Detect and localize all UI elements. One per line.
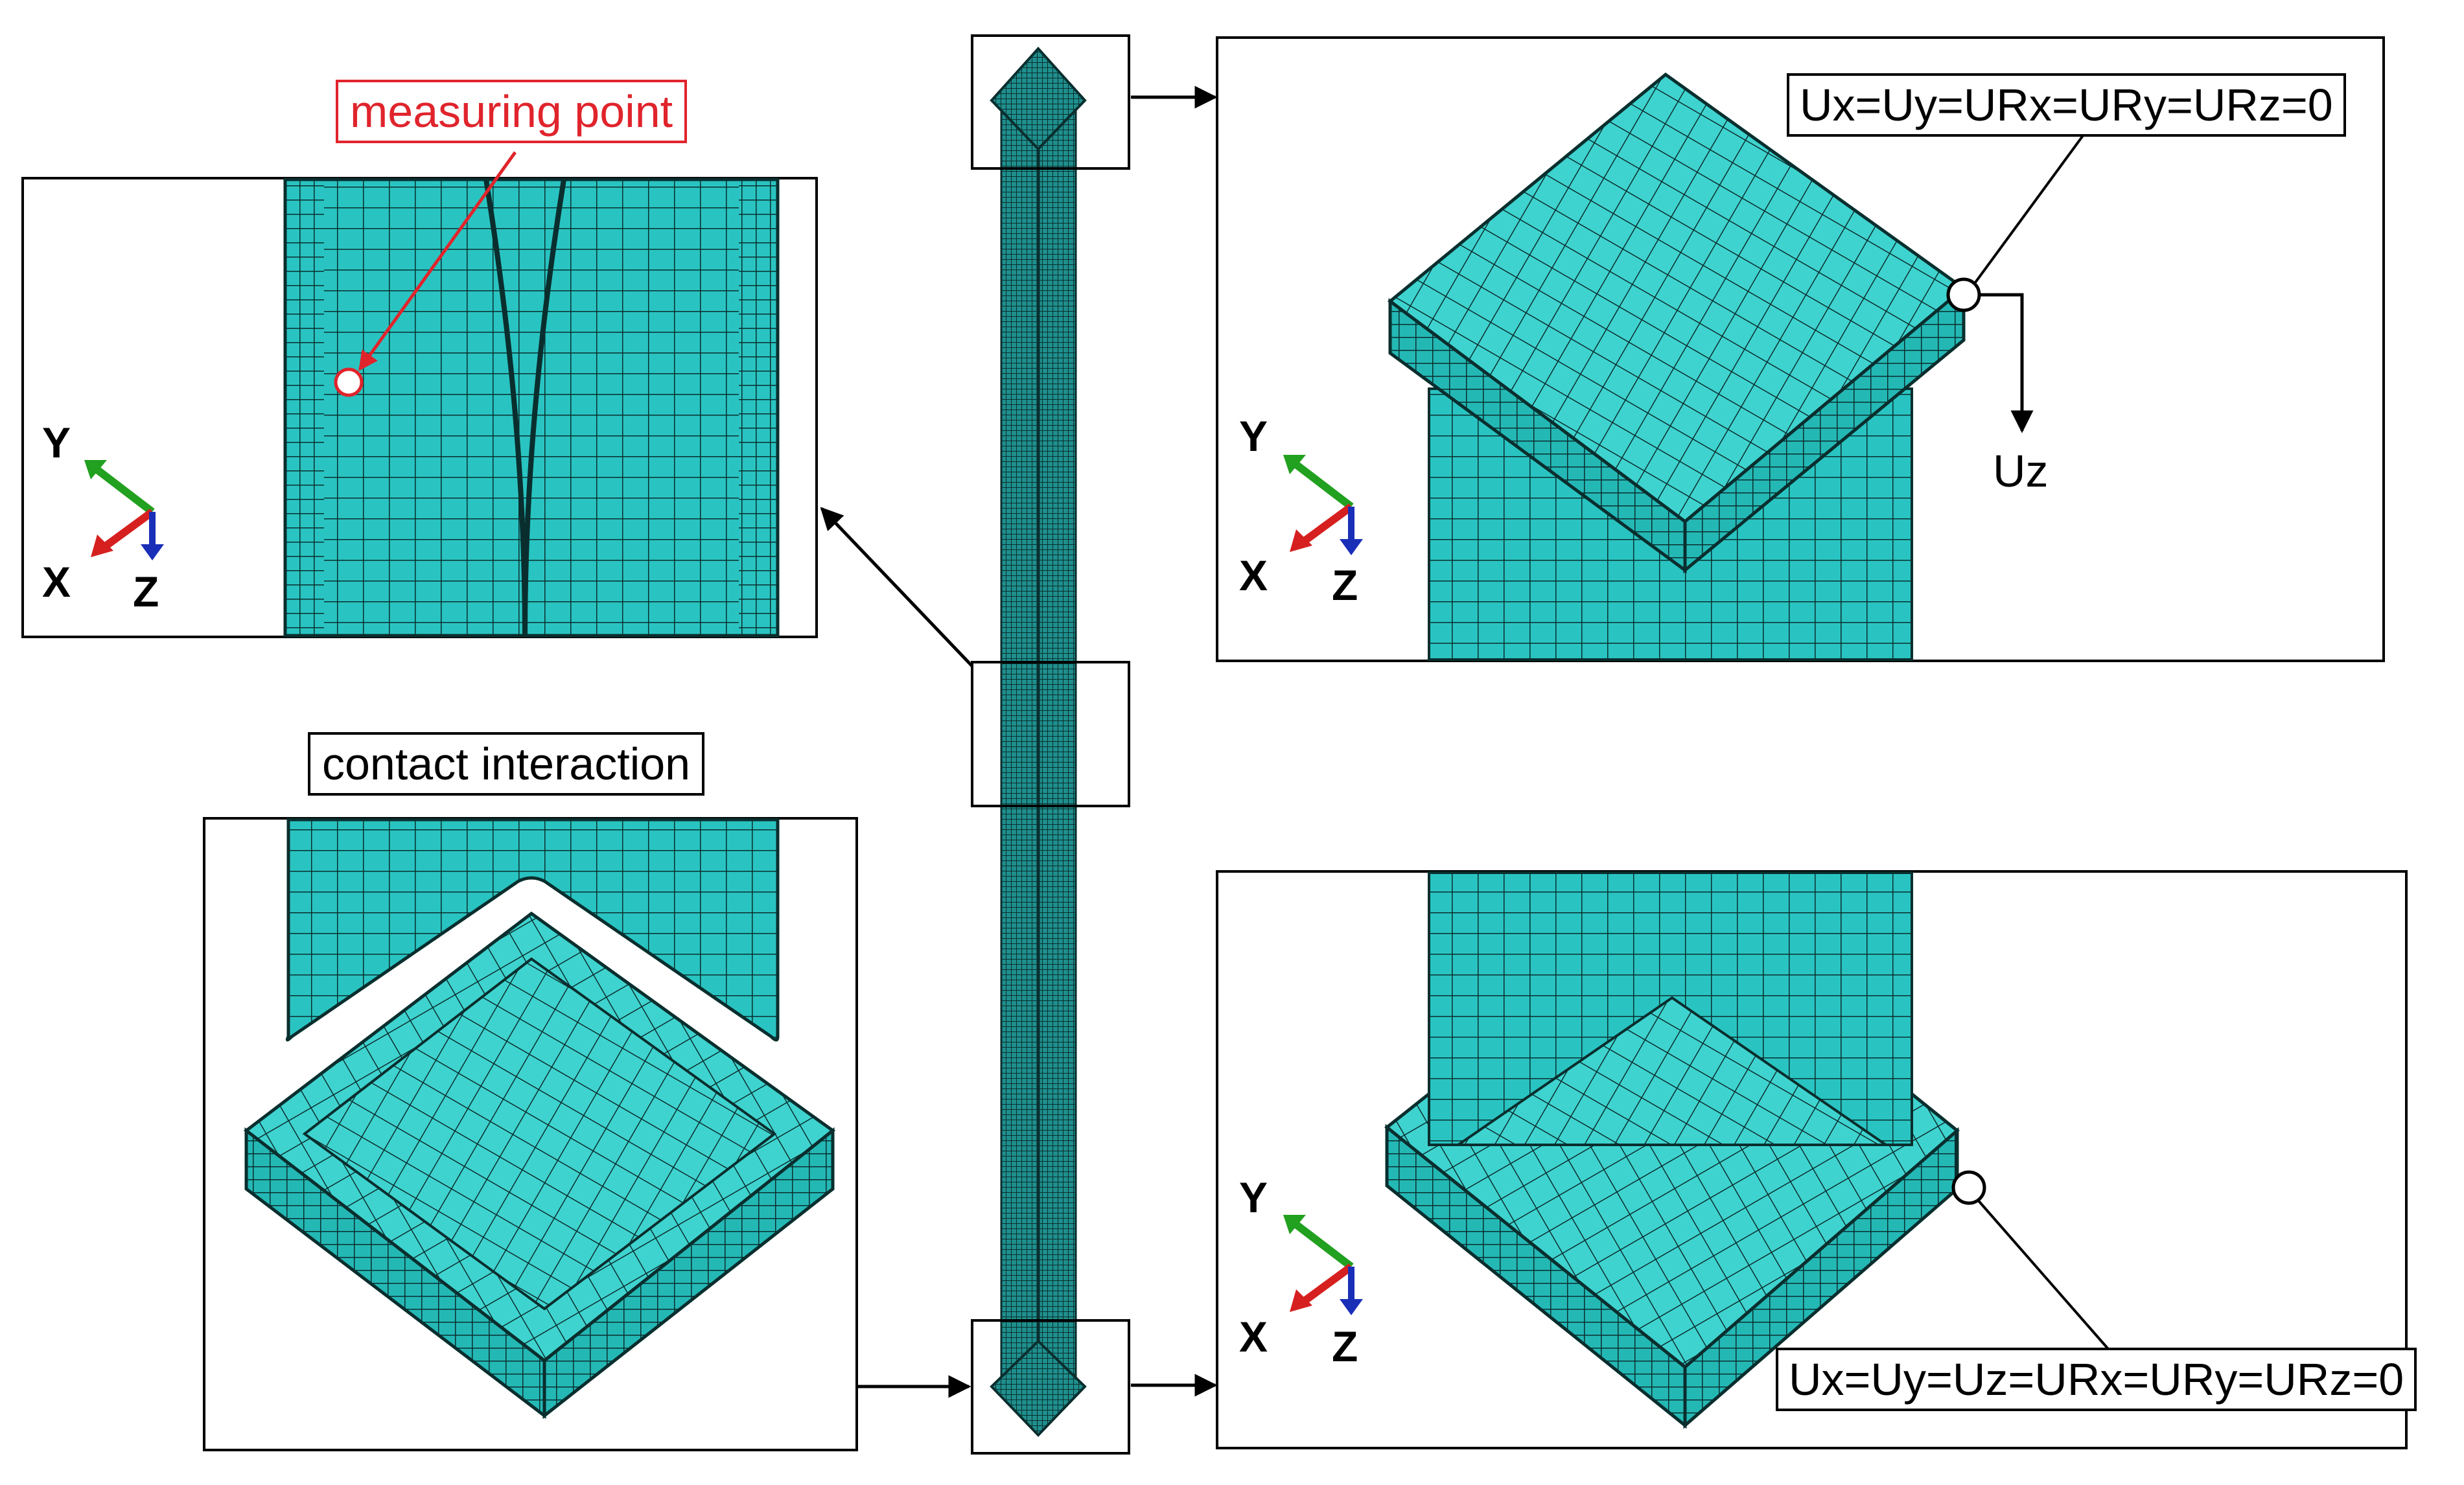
- triad-axis-icon: [1283, 455, 1363, 555]
- zoom-box-bottom: [971, 1319, 1130, 1455]
- measuring-point-marker-icon: [334, 367, 364, 397]
- zoom-box-middle: [971, 661, 1130, 807]
- bottom-boundary-condition-label: Ux=Uy=Uz=URx=URy=URz=0: [1776, 1348, 2417, 1411]
- axis-z-label: Z: [133, 568, 159, 616]
- measuring-point-label: measuring point: [336, 80, 688, 143]
- top-boundary-leader: [1972, 133, 2085, 286]
- panel-top-plate: [1216, 36, 2385, 662]
- panel-mid-detail: [21, 177, 818, 638]
- top-boundary-condition-label: Ux=Uy=URx=URy=URz=0: [1787, 73, 2346, 137]
- axis-x-label: X: [1239, 1313, 1268, 1361]
- axis-y-label: Y: [1239, 412, 1268, 460]
- measuring-point-leader: [358, 151, 517, 371]
- boundary-node-marker-icon: [1946, 277, 1981, 312]
- zoom-box-top: [971, 34, 1130, 170]
- panel-contact: [203, 817, 858, 1451]
- axis-y-label: Y: [42, 419, 71, 466]
- uz-arrow: [1980, 293, 2034, 433]
- axis-y-label: Y: [1239, 1173, 1268, 1221]
- arrow-icon: [820, 507, 973, 667]
- boundary-node-marker-icon: [1951, 1170, 1986, 1205]
- uz-label: Uz: [1993, 446, 2049, 496]
- central-column: [990, 47, 1087, 1437]
- bottom-boundary-leader: [1975, 1197, 2114, 1355]
- axis-z-label: Z: [1332, 1322, 1358, 1370]
- axis-x-label: X: [1239, 551, 1268, 599]
- triad-axis-icon: [1283, 1215, 1363, 1315]
- axis-x-label: X: [42, 558, 71, 606]
- axis-z-label: Z: [1332, 561, 1358, 609]
- triad-axis-icon: [84, 460, 164, 560]
- contact-interaction-label: contact interaction: [308, 732, 705, 796]
